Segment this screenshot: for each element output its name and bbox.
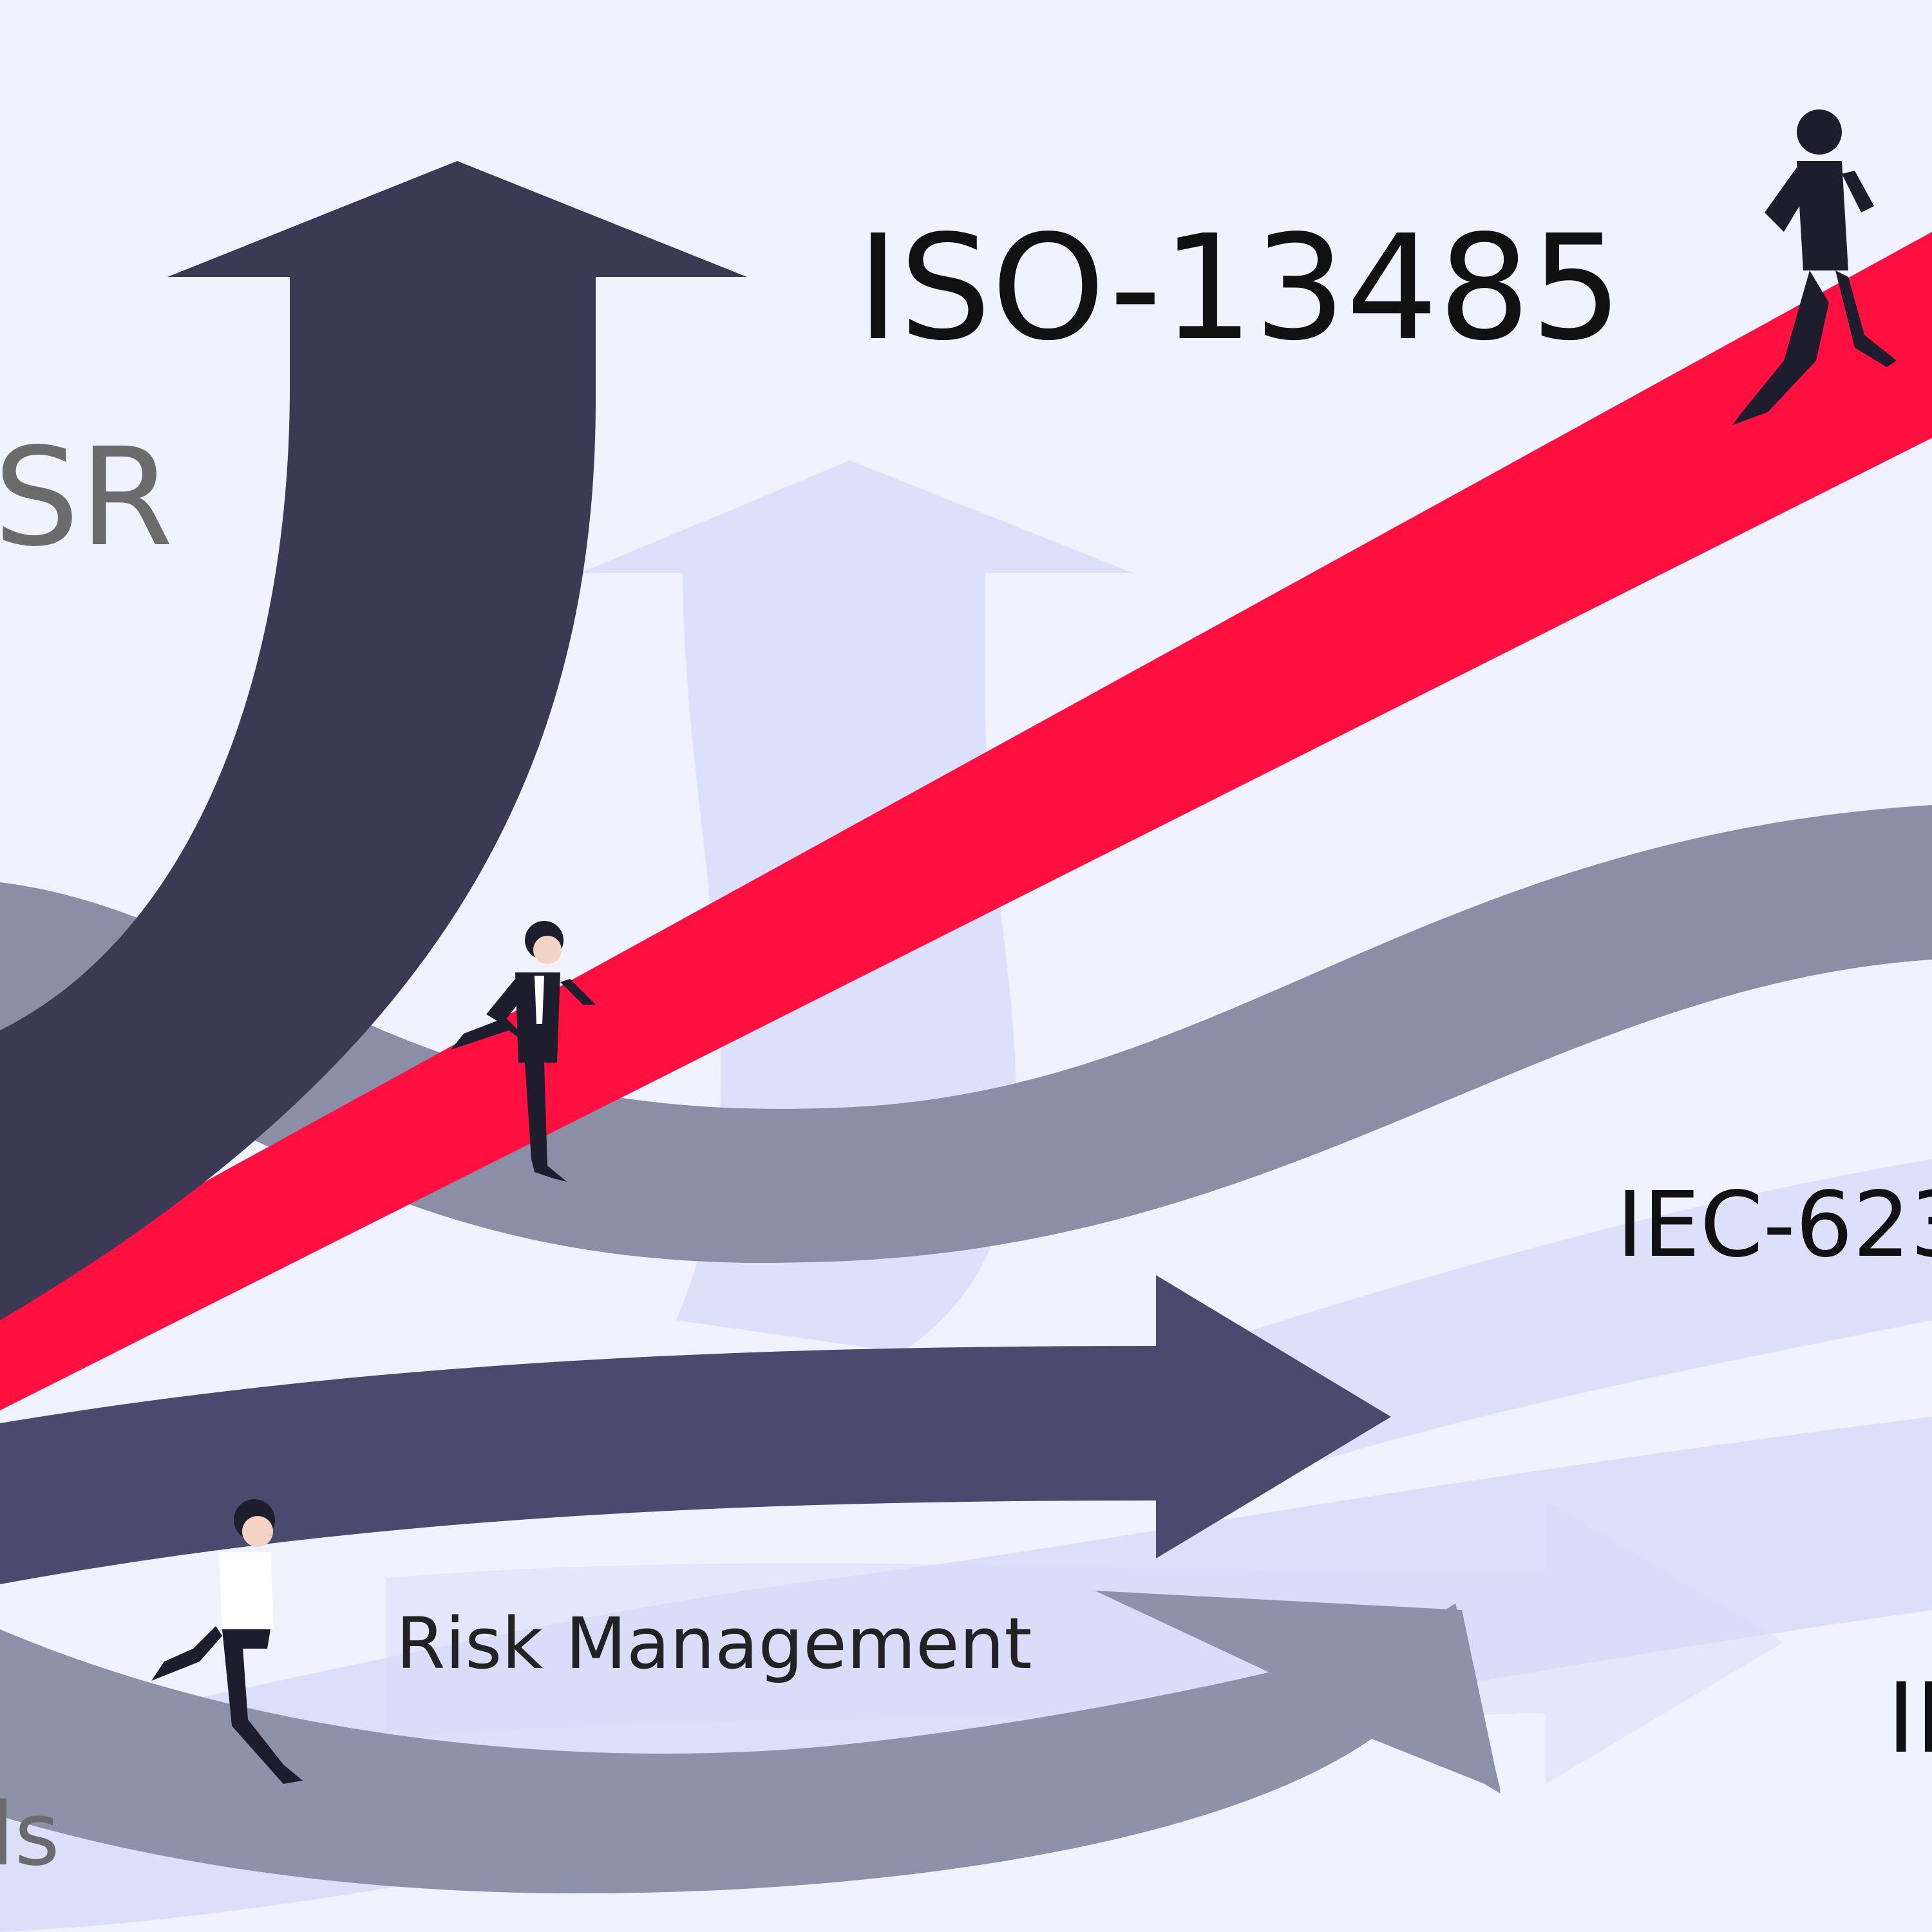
label-risk-management: Risk Management: [396, 1602, 1032, 1685]
label-tools-partial: ls: [0, 1784, 60, 1885]
label-mdr-partial: SR: [0, 419, 173, 576]
center-runner: [451, 921, 596, 1182]
dark-right-arrow: [0, 1275, 1391, 1584]
bottom-left-runner: [151, 1499, 303, 1784]
label-iec-623-partial: IEC-623: [1616, 1173, 1932, 1278]
grey-lower-arrow: [0, 1604, 1501, 1893]
red-arrow: [0, 232, 1932, 1410]
label-iso-13485: ISO-13485: [857, 204, 1623, 373]
labels: ISO-13485 SR IEC-623 Risk Management IE …: [0, 204, 1932, 1885]
label-iec-bottom-partial: IE: [1887, 1663, 1932, 1775]
dark-up-arrow: [0, 161, 747, 1320]
top-right-runner: [1732, 109, 1897, 425]
faint-lower-right-band: [1224, 1159, 1932, 1481]
grey-lower-arrow-tip: [1095, 1591, 1501, 1794]
